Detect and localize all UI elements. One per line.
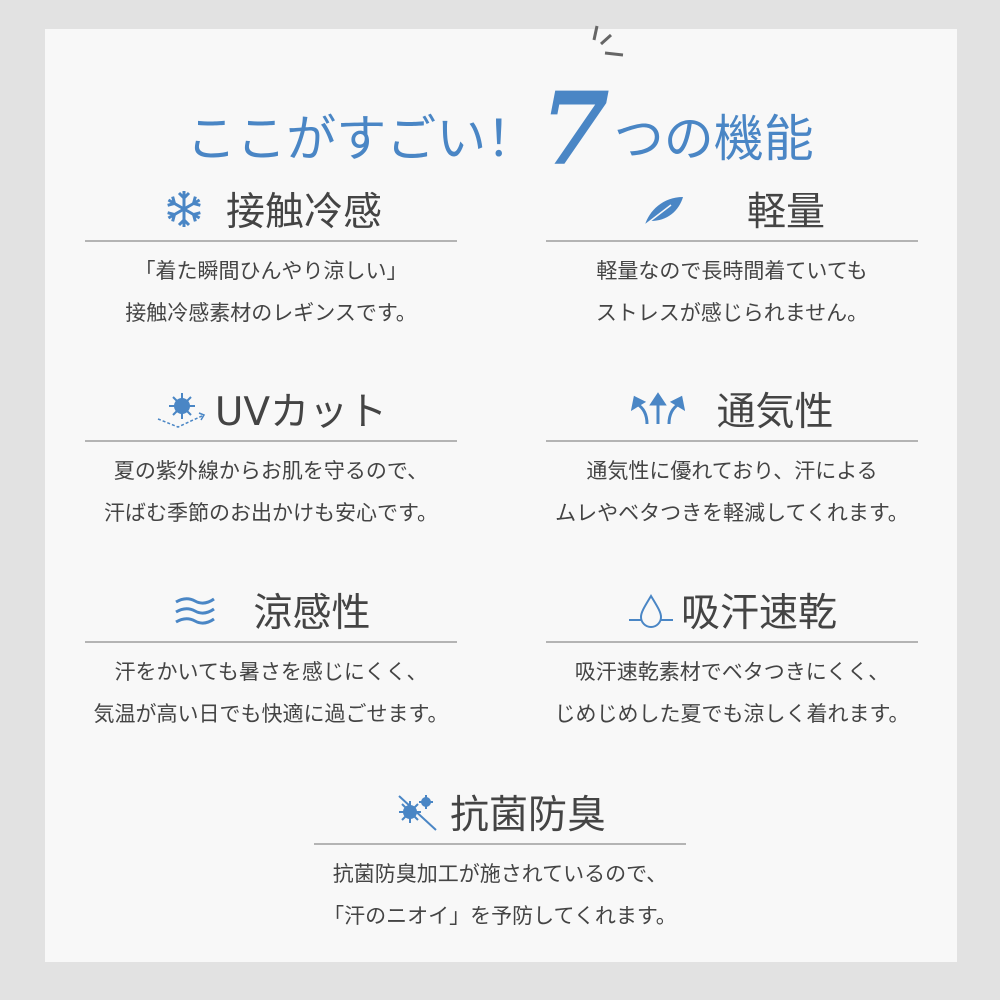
- feature-title: 軽量: [746, 190, 825, 235]
- feature-antibacterial: 抗菌防臭 抗菌防臭加工が施されているので、「汗のニオイ」を予防してくれます。: [314, 781, 686, 937]
- feature-desc-line: 通気性に優れており、汗による: [586, 459, 878, 483]
- title-suffix: つの機能: [613, 110, 814, 168]
- feather-icon: [639, 185, 687, 233]
- feature-title: 接触冷感: [225, 190, 382, 235]
- feature-contact-cool: 接触冷感 「着た瞬間ひんやり涼しい」接触冷感素材のレギンスです。: [85, 178, 457, 334]
- feature-panel: [45, 29, 957, 962]
- feature-breathability: 通気性 通気性に優れており、汗によるムレやベタつきを軽減してくれます。: [546, 378, 918, 534]
- feature-title: 抗菌防臭: [449, 793, 606, 838]
- feature-desc-line: 接触冷感素材のレギンスです。: [125, 301, 417, 325]
- feature-desc-line: 「汗のニオイ」を予防してくれます。: [323, 904, 677, 928]
- antibacterial-icon: [394, 788, 442, 836]
- feature-quick-dry: 吸汗速乾 吸汗速乾素材でベタつきにくく、じめじめした夏でも涼しく着れます。: [546, 579, 918, 735]
- feature-title: 涼感性: [253, 591, 371, 636]
- waves-icon: [171, 586, 219, 634]
- uv-sun-icon: [155, 385, 211, 433]
- feature-desc-line: 汗をかいても暑さを感じにくく、: [114, 660, 428, 684]
- feature-desc-line: じめじめした夏でも涼しく着れます。: [554, 702, 910, 726]
- feature-title: UVカット: [214, 390, 388, 435]
- feature-desc-line: ムレやベタつきを軽減してくれます。: [555, 501, 909, 525]
- feature-desc-line: ストレスが感じられません。: [595, 301, 869, 325]
- feature-desc-line: 「着た瞬間ひんやり涼しい」: [134, 259, 408, 283]
- sparkle-lines-icon: [592, 25, 624, 57]
- feature-desc-line: 気温が高い日でも快適に過ごせます。: [93, 702, 449, 726]
- feature-title: 通気性: [716, 390, 834, 435]
- feature-desc-line: 吸汗速乾素材でベタつきにくく、: [574, 660, 890, 684]
- title-prefix: ここがすごい！: [186, 110, 537, 168]
- page-title: ここがすごい！7つの機能: [0, 70, 1000, 188]
- feature-title: 吸汗速乾: [680, 591, 837, 636]
- feature-desc-line: 汗ばむ季節のお出かけも安心です。: [104, 501, 438, 525]
- feature-cool-feel: 涼感性 汗をかいても暑さを感じにくく、気温が高い日でも快適に過ごせます。: [85, 579, 457, 735]
- title-number: 7: [540, 70, 610, 188]
- water-drop-icon: [627, 586, 675, 634]
- feature-desc-line: 抗菌防臭加工が施されているので、: [332, 862, 668, 886]
- feature-lightweight: 軽量 軽量なので長時間着ていてもストレスが感じられません。: [546, 178, 918, 334]
- feature-uv-cut: UVカット 夏の紫外線からお肌を守るので、汗ばむ季節のお出かけも安心です。: [85, 378, 457, 534]
- snowflake-icon: [160, 185, 208, 233]
- airflow-arrows-icon: [630, 385, 686, 433]
- feature-desc-line: 夏の紫外線からお肌を守るので、: [113, 459, 429, 483]
- feature-desc-line: 軽量なので長時間着ていても: [596, 259, 868, 283]
